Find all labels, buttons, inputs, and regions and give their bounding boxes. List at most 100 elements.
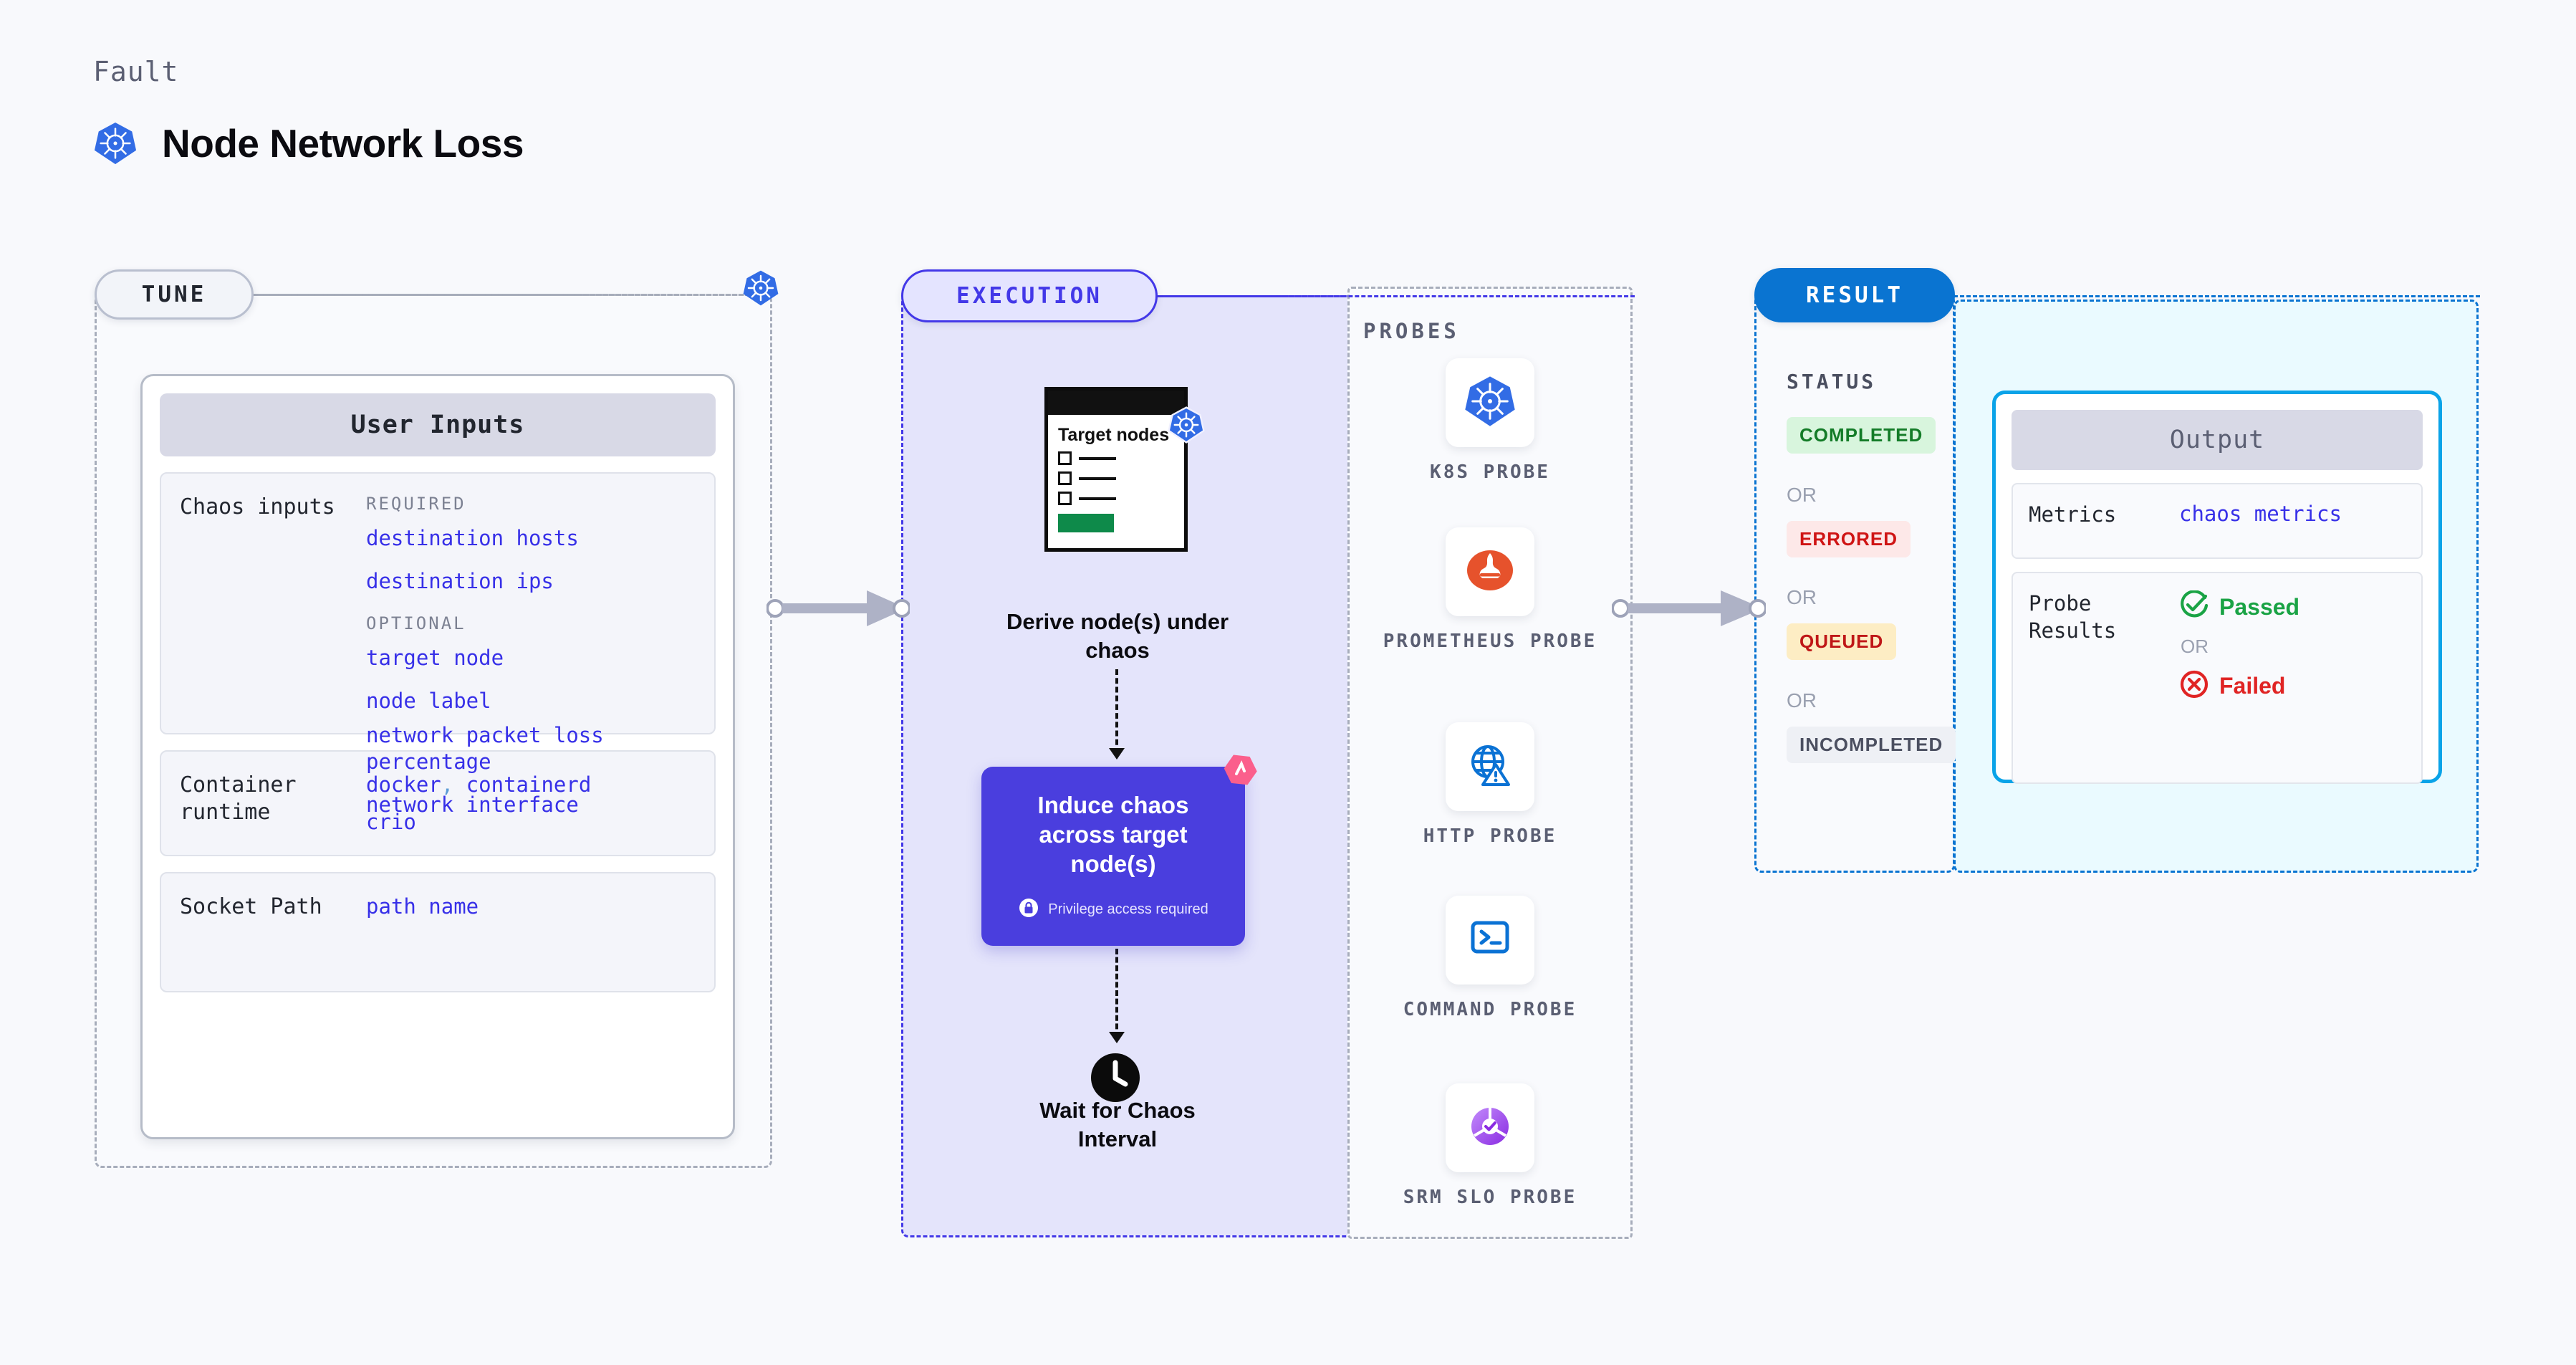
status-badge-queued: QUEUED bbox=[1787, 623, 1897, 660]
probe-item-http[interactable]: HTTP PROBE bbox=[1347, 722, 1633, 849]
input-value[interactable]: docker bbox=[366, 772, 441, 797]
input-value[interactable]: network packet loss percentage bbox=[366, 722, 604, 775]
checklist-item bbox=[1058, 492, 1176, 505]
placeholder-line bbox=[1079, 456, 1116, 460]
kubernetes-icon bbox=[93, 120, 138, 166]
probe-results-label: Probe Results bbox=[2029, 591, 2117, 643]
tune-header-line bbox=[252, 294, 775, 296]
terminal-icon bbox=[1464, 913, 1516, 968]
or-label: OR bbox=[1787, 689, 1817, 712]
flow-arrowhead-2 bbox=[1109, 1032, 1125, 1043]
optional-label: OPTIONAL bbox=[366, 613, 466, 634]
prometheus-icon bbox=[1464, 544, 1517, 600]
user-inputs-title: User Inputs bbox=[160, 393, 716, 456]
globe-warning-icon bbox=[1464, 739, 1517, 795]
status-title: STATUS bbox=[1787, 370, 1877, 393]
probe-label: COMMAND PROBE bbox=[1403, 999, 1577, 1020]
input-value[interactable]: destination ips bbox=[366, 568, 554, 593]
probe-item-k8s[interactable]: K8S PROBE bbox=[1347, 358, 1633, 485]
check-circle-icon bbox=[2179, 590, 2209, 624]
clock-icon bbox=[1087, 1050, 1143, 1109]
probe-label: SRM SLO PROBE bbox=[1403, 1187, 1577, 1208]
required-label: REQUIRED bbox=[366, 494, 466, 514]
user-inputs-card: User Inputs Chaos inputs REQUIRED destin… bbox=[140, 374, 735, 1139]
target-nodes-card: Target nodes bbox=[1044, 387, 1188, 552]
status-badge-errored: ERRORED bbox=[1787, 521, 1911, 557]
input-value[interactable]: network interface bbox=[366, 792, 579, 818]
card-titlebar bbox=[1048, 391, 1184, 415]
socket-path-label: Socket Path bbox=[180, 894, 322, 919]
page-title: Node Network Loss bbox=[162, 121, 524, 166]
stage-chip-tune[interactable]: TUNE bbox=[95, 269, 254, 320]
probe-tile bbox=[1446, 527, 1534, 616]
flow-connector-1 bbox=[1115, 669, 1118, 754]
probe-label: K8S PROBE bbox=[1430, 461, 1550, 483]
metrics-row: Metrics chaos metrics bbox=[2012, 483, 2423, 559]
chaos-inputs-label: Chaos inputs bbox=[180, 494, 335, 519]
input-value[interactable]: target node bbox=[366, 646, 504, 671]
srm-slo-icon bbox=[1464, 1101, 1516, 1156]
input-value[interactable]: containerd bbox=[466, 772, 592, 797]
probe-result-failed: Failed bbox=[2179, 669, 2299, 703]
derive-nodes-label: Derive node(s) under chaos bbox=[1006, 609, 1229, 663]
flow-connector-2 bbox=[1115, 949, 1118, 1038]
status-badge-completed: COMPLETED bbox=[1787, 417, 1936, 454]
privilege-note: Privilege access required bbox=[1018, 897, 1208, 922]
chaos-inputs-row: Chaos inputs REQUIRED destination hosts … bbox=[160, 472, 716, 817]
or-label: OR bbox=[1787, 586, 1817, 608]
connector-arrow-execution-to-result bbox=[1611, 585, 1767, 636]
checkbox-icon bbox=[1058, 492, 1072, 505]
induce-chaos-text: Induce chaos across target node(s) bbox=[1037, 791, 1189, 878]
or-label: OR bbox=[1787, 484, 1817, 506]
stage-chip-result[interactable]: RESULT bbox=[1754, 268, 1955, 322]
target-nodes-title: Target nodes bbox=[1058, 425, 1170, 445]
induce-chaos-box[interactable]: Induce chaos across target node(s) Privi… bbox=[981, 767, 1245, 946]
input-value[interactable]: destination hosts bbox=[366, 526, 579, 550]
placeholder-line bbox=[1079, 476, 1116, 480]
lock-icon bbox=[1018, 897, 1039, 922]
probe-result-passed: Passed bbox=[2179, 590, 2299, 624]
kubernetes-icon bbox=[1168, 406, 1205, 448]
probe-tile bbox=[1446, 1083, 1534, 1172]
probe-item-srm-slo[interactable]: SRM SLO PROBE bbox=[1347, 1083, 1633, 1210]
failed-label: Failed bbox=[2219, 673, 2286, 699]
litmus-icon bbox=[1219, 749, 1259, 793]
probe-item-prometheus[interactable]: PROMETHEUS PROBE bbox=[1347, 527, 1633, 654]
metrics-value[interactable]: chaos metrics bbox=[2179, 502, 2342, 526]
or-label: OR bbox=[2181, 636, 2209, 657]
placeholder-line bbox=[1079, 497, 1116, 500]
probe-tile bbox=[1446, 722, 1534, 811]
output-card: Output Metrics chaos metrics Probe Resul… bbox=[1992, 391, 2442, 784]
fault-eyebrow: Fault bbox=[93, 56, 179, 87]
flow-arrowhead-1 bbox=[1109, 748, 1125, 760]
probe-label: PROMETHEUS PROBE bbox=[1383, 631, 1597, 652]
value-separator: , bbox=[441, 772, 454, 797]
checkbox-icon bbox=[1058, 471, 1072, 485]
result-stage-box bbox=[1754, 294, 1955, 873]
fault-title-row: Node Network Loss bbox=[93, 120, 524, 166]
probe-tile bbox=[1446, 358, 1534, 447]
kubernetes-icon bbox=[1464, 374, 1517, 432]
probe-label: HTTP PROBE bbox=[1423, 825, 1557, 847]
socket-path-row: Socket Path path name bbox=[160, 872, 716, 992]
submit-button-glyph bbox=[1058, 514, 1114, 532]
metrics-label: Metrics bbox=[2029, 502, 2117, 527]
probes-title: PROBES bbox=[1363, 319, 1460, 343]
result-header-line bbox=[1953, 295, 2480, 297]
passed-label: Passed bbox=[2219, 594, 2300, 620]
probe-results-row: Probe Results Passed OR bbox=[2012, 572, 2423, 784]
input-value[interactable]: node label bbox=[366, 689, 491, 714]
output-title: Output bbox=[2012, 410, 2423, 470]
probe-item-command[interactable]: COMMAND PROBE bbox=[1347, 896, 1633, 1022]
execution-header-line bbox=[1156, 295, 1635, 297]
kubernetes-icon bbox=[742, 269, 779, 311]
status-badge-incompleted: INCOMPLETED bbox=[1787, 727, 1956, 763]
stage-chip-execution[interactable]: EXECUTION bbox=[901, 269, 1158, 322]
connector-arrow-tune-to-execution bbox=[766, 585, 911, 636]
input-value[interactable]: path name bbox=[366, 894, 479, 919]
checklist-item bbox=[1058, 471, 1176, 485]
input-value[interactable]: crio bbox=[366, 809, 416, 834]
x-circle-icon bbox=[2179, 669, 2209, 703]
checklist-item bbox=[1058, 451, 1176, 465]
